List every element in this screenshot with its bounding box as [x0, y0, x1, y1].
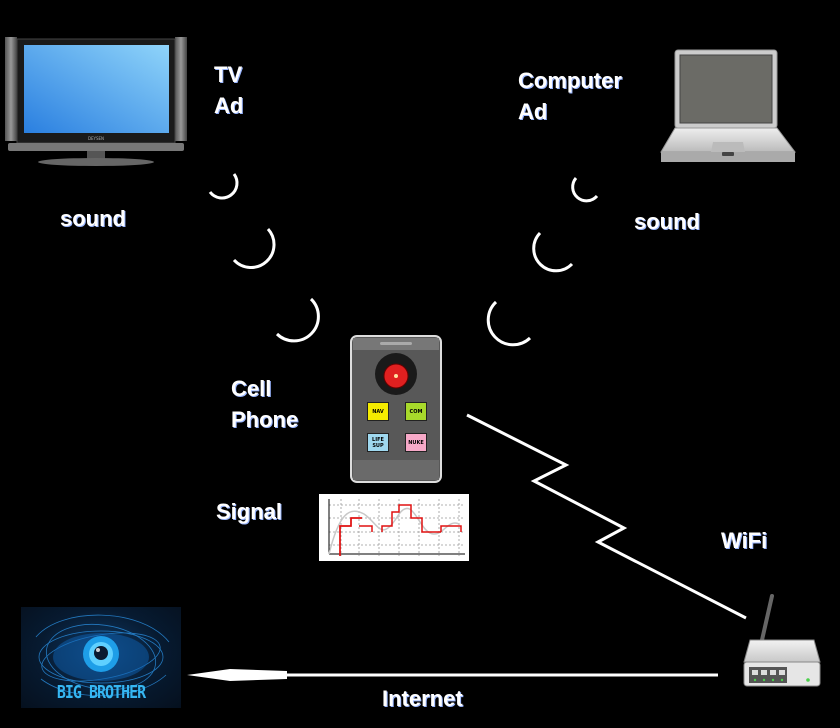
- wifi-label: WiFi: [721, 528, 768, 553]
- sound-wave-right-1: [571, 177, 599, 203]
- internet-arrow-head: [187, 669, 287, 681]
- tv-ad-label-line2: Ad: [214, 93, 244, 118]
- laptop-icon: [660, 49, 796, 162]
- router-node: [742, 592, 822, 688]
- tv-node: DEYSEN: [5, 35, 187, 167]
- sound-wave-left-3: [275, 297, 320, 343]
- tv-ad-label-line1: TV: [214, 62, 243, 87]
- phone-button-com-label: COM: [409, 408, 423, 415]
- tv-brand: DEYSEN: [88, 136, 104, 141]
- phone-button-nuke-label: NUKE: [408, 439, 424, 446]
- phone-button-nav-label: NAV: [372, 408, 384, 415]
- sound-wave-left-2: [232, 227, 276, 270]
- cell-phone-label-line2: Phone: [231, 407, 299, 432]
- wifi-router-icon: [743, 594, 821, 687]
- sound-left-label: sound: [60, 206, 126, 231]
- router-power-led: [806, 678, 810, 682]
- tv-ad-label: TV Ad: [214, 59, 243, 121]
- phone-button-nav[interactable]: NAV: [367, 402, 389, 421]
- cell-phone-label-line1: Cell: [231, 376, 272, 401]
- big-brother-logo: BIG BROTHER: [21, 607, 181, 708]
- cell-phone-node: NAV COM LIFE SUP NUKE: [350, 335, 442, 483]
- computer-ad-label: Computer Ad: [518, 65, 622, 127]
- tv-icon: DEYSEN: [5, 37, 187, 166]
- wireless-link-line: [466, 413, 747, 620]
- signal-label: Signal: [216, 499, 283, 524]
- cell-phone-icon: [350, 335, 442, 483]
- signal-graph-icon: [328, 499, 465, 556]
- computer-ad-label-line1: Computer: [518, 68, 622, 93]
- phone-button-life-sup-label: LIFE SUP: [372, 436, 384, 449]
- internet-label: Internet: [382, 686, 463, 711]
- eye-icon: [35, 614, 170, 697]
- signal-graph: [319, 494, 469, 561]
- sound-wave-right-3: [486, 300, 532, 347]
- big-brother-text: BIG BROTHER: [56, 681, 146, 703]
- laptop-node: [659, 48, 796, 164]
- sound-right-label: sound: [634, 209, 700, 234]
- phone-button-com[interactable]: COM: [405, 402, 427, 421]
- computer-ad-label-line2: Ad: [518, 99, 548, 124]
- cell-phone-label: Cell Phone: [231, 373, 298, 435]
- phone-button-life-sup[interactable]: LIFE SUP: [367, 433, 389, 452]
- sound-wave-right-2: [532, 231, 574, 273]
- sound-wave-left-1: [208, 173, 239, 200]
- phone-button-nuke[interactable]: NUKE: [405, 433, 427, 452]
